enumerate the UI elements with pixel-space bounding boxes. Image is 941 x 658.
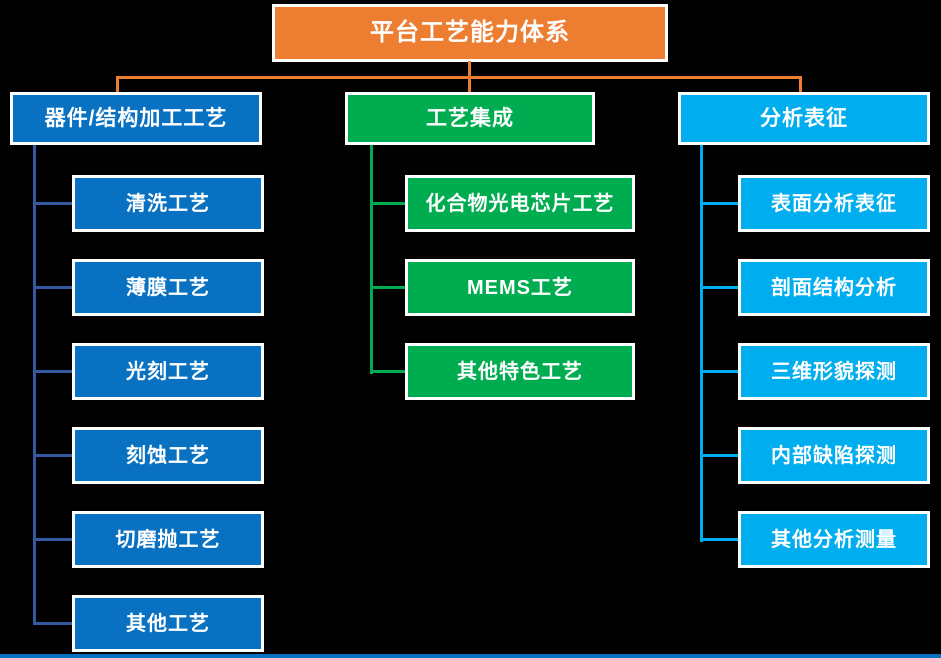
leaf-mems-process: MEMS工艺 [405,259,635,316]
leaf-special-process: 其他特色工艺 [405,343,635,400]
connector-twig [33,622,72,625]
connector-trunk-processing [33,145,36,625]
connector-twig [33,370,72,373]
connector-twig [33,202,72,205]
connector-root-bar [116,76,802,79]
connector-twig [370,286,405,289]
leaf-etching-process: 刻蚀工艺 [72,427,264,484]
leaf-lithography-process: 光刻工艺 [72,343,264,400]
connector-twig [33,454,72,457]
connector-drop-left [116,76,119,92]
connector-twig [33,286,72,289]
connector-trunk-integration [370,145,373,374]
connector-trunk-analysis [700,145,703,542]
leaf-grinding-process: 切磨抛工艺 [72,511,264,568]
leaf-other-measurement: 其他分析测量 [738,511,930,568]
connector-twig [370,370,405,373]
connector-twig [33,538,72,541]
root-node: 平台工艺能力体系 [272,4,668,62]
connector-twig [370,202,405,205]
leaf-cross-section: 剖面结构分析 [738,259,930,316]
leaf-3d-topography: 三维形貌探测 [738,343,930,400]
connector-twig [700,370,738,373]
bottom-edge-strip [0,654,941,658]
connector-twig [700,202,738,205]
connector-twig [700,286,738,289]
branch-header-integration: 工艺集成 [345,92,595,145]
connector-twig [700,538,738,541]
leaf-internal-defect: 内部缺陷探测 [738,427,930,484]
leaf-cleaning-process: 清洗工艺 [72,175,264,232]
leaf-surface-analysis: 表面分析表征 [738,175,930,232]
branch-header-analysis: 分析表征 [678,92,930,145]
connector-drop-right [799,76,802,92]
leaf-compound-chip-process: 化合物光电芯片工艺 [405,175,635,232]
leaf-thin-film-process: 薄膜工艺 [72,259,264,316]
branch-header-processing: 器件/结构加工工艺 [10,92,262,145]
leaf-other-process: 其他工艺 [72,595,264,652]
connector-twig [700,454,738,457]
